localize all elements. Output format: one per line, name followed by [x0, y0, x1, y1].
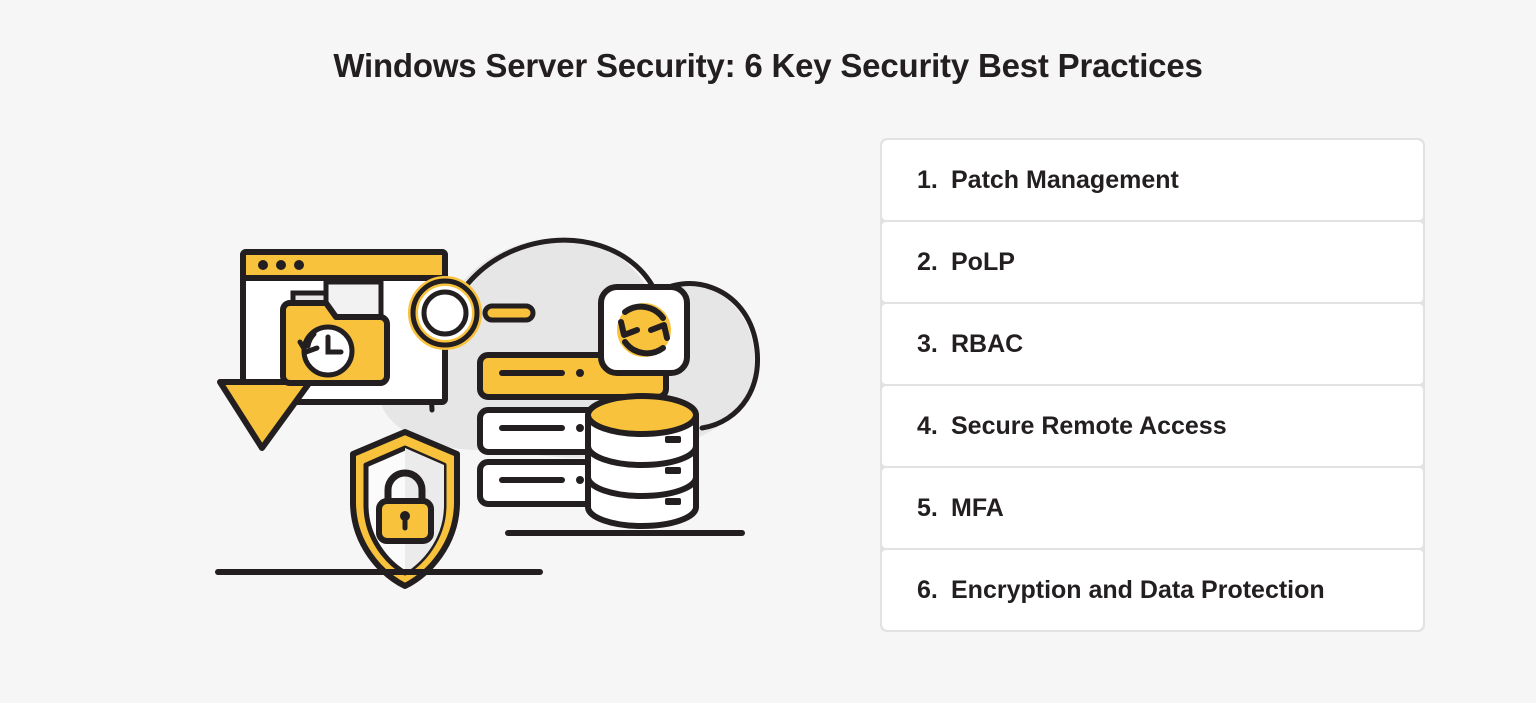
- folder-history-icon: [280, 279, 390, 386]
- list-item-label: Secure Remote Access: [951, 411, 1227, 440]
- page-title: Windows Server Security: 6 Key Security …: [333, 47, 1203, 84]
- list-item[interactable]: 4. Secure Remote Access: [882, 386, 1423, 466]
- security-illustration: [180, 160, 800, 610]
- list-item-number: 1.: [917, 165, 938, 194]
- list-item[interactable]: 6. Encryption and Data Protection: [882, 550, 1423, 630]
- list-item-number: 3.: [917, 329, 938, 358]
- list-item-number: 5.: [917, 493, 938, 522]
- pill-bar: [482, 303, 536, 323]
- sync-refresh-icon: [598, 284, 690, 376]
- list-item-label: PoLP: [951, 247, 1015, 276]
- shield-lock-icon: [350, 429, 460, 589]
- list-item-number: 2.: [917, 247, 938, 276]
- list-item[interactable]: 2. PoLP: [882, 222, 1423, 302]
- list-item-label: RBAC: [951, 329, 1024, 358]
- list-item[interactable]: 1. Patch Management: [882, 140, 1423, 220]
- browser-titlebar-dots: [258, 260, 304, 270]
- database-cylinder: [585, 393, 699, 529]
- list-item-label: Patch Management: [951, 165, 1179, 194]
- ring-icon: [408, 276, 482, 350]
- list-item[interactable]: 5. MFA: [882, 468, 1423, 548]
- list-item[interactable]: 3. RBAC: [882, 304, 1423, 384]
- list-item-number: 6.: [917, 575, 938, 604]
- list-item-number: 4.: [917, 411, 938, 440]
- triangle-pointer: [217, 379, 313, 451]
- list-item-label: Encryption and Data Protection: [951, 575, 1325, 604]
- list-item-label: MFA: [951, 493, 1004, 522]
- best-practices-list: 1. Patch Management 2. PoLP 3. RBAC 4. S…: [880, 138, 1425, 632]
